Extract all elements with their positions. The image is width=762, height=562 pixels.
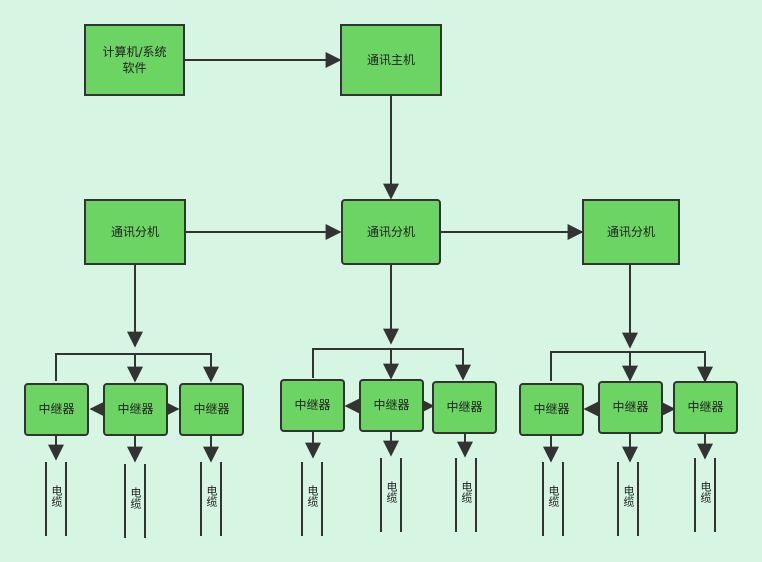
cable-label-c3: 电缆 [460, 481, 473, 503]
bus-right [550, 351, 713, 383]
repeater-center-3: 中继器 [432, 381, 497, 434]
repeater-right-2: 中继器 [598, 381, 663, 434]
cable-label-r2: 电缆 [622, 485, 635, 507]
cable-label-c1: 电缆 [306, 485, 319, 507]
repeater-left-1: 中继器 [24, 383, 89, 436]
repeater-left-3: 中继器 [179, 383, 244, 436]
cable-label-c2: 电缆 [385, 481, 398, 503]
cable-label-r1: 电缆 [547, 485, 560, 507]
cable-label-r3: 电缆 [699, 481, 712, 503]
repeater-center-1: 中继器 [280, 379, 345, 432]
cable-lines [45, 458, 716, 538]
cable-label-l2: 电缆 [129, 487, 142, 509]
communication-branch-center-node: 通讯分机 [341, 199, 441, 265]
bus-center [312, 348, 471, 381]
computer-system-software-node: 计算机/系统 软件 [84, 24, 185, 96]
bus-left [55, 353, 219, 383]
repeater-center-2: 中继器 [359, 379, 424, 432]
communication-branch-right-node: 通讯分机 [582, 199, 680, 265]
cable-label-l1: 电缆 [50, 485, 63, 507]
communication-branch-left-node: 通讯分机 [84, 199, 186, 265]
repeater-right-1: 中继器 [519, 383, 584, 436]
repeater-left-2: 中继器 [103, 383, 168, 436]
repeater-right-3: 中继器 [673, 381, 738, 434]
cable-label-l3: 电缆 [205, 485, 218, 507]
communication-host-node: 通讯主机 [340, 24, 442, 96]
